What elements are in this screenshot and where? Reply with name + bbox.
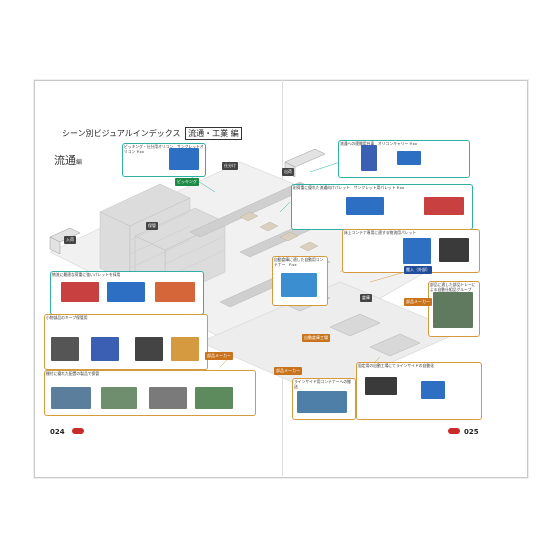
callout-assembly-support: 固定用の自動工場にてラインサイドの自動化 xyxy=(356,362,482,420)
container-image xyxy=(169,148,199,170)
callout-picking-container: ピッキング・仕分用オリコン サンクレットオリコン P.xx xyxy=(122,143,206,177)
callout-line-text: ラインサイド用コンテナーへの搬送 xyxy=(294,379,351,389)
conveyor-container-image xyxy=(403,238,431,264)
bin-image-3 xyxy=(135,337,163,361)
callout-conveyor-text: 床上コンテナ専用に適する物流用パレット xyxy=(344,230,417,235)
callout-pallets: 耐荷重に優れた流通向けパレット サンクレット用パレット P.xx xyxy=(291,184,473,230)
callout-picking-text: ピッキング・仕分用オリコン サンクレットオリコン P.xx xyxy=(124,144,204,154)
tag-automation: 自動倉庫工場 xyxy=(302,334,330,342)
section-distribution-label: 流通 xyxy=(54,154,76,167)
automation-image xyxy=(281,273,317,297)
page-number-right: 025 xyxy=(464,428,479,436)
callout-carts: 流通への運搬用台車 オリコンキャリー P.xx xyxy=(338,140,470,178)
tag-inventory: 保管 xyxy=(146,222,158,230)
poly-pallet-image xyxy=(107,282,145,302)
pallet-red-image xyxy=(424,197,464,215)
title-text: シーン別ビジュアルインデックス xyxy=(62,129,181,138)
callout-carts-text: 流通への運搬用台車 オリコンキャリー P.xx xyxy=(340,141,417,146)
bin-image-4 xyxy=(171,337,199,361)
brand-logo-left xyxy=(72,428,84,434)
callout-line-support: ラインサイド用コンテナーへの搬送 xyxy=(292,378,356,420)
callout-shelf: 棚付に優れた配置の製品で保管 xyxy=(44,370,256,416)
page-title: シーン別ビジュアルインデックス 流通・工業 編 xyxy=(62,127,242,140)
tag-arrival: 入荷 xyxy=(64,236,76,244)
shelf-image-2 xyxy=(101,387,137,409)
callout-automation-text: 自動倉庫に適した自動用コンテナー P.xx xyxy=(274,257,324,267)
section-distribution-suffix: 編 xyxy=(76,159,83,166)
tag-shipping: 出荷 xyxy=(282,168,294,176)
brand-logo-right xyxy=(448,428,460,434)
box-stacks xyxy=(239,211,319,252)
callout-foldable: 小物部品のキープ保管用 xyxy=(44,314,208,370)
callout-parts-text: 部品に適した部品トレーによる自動仕組品グループ xyxy=(430,282,476,292)
shelf-image-3 xyxy=(149,387,187,409)
bin-image-1 xyxy=(51,337,79,361)
shelf-image-1 xyxy=(51,387,91,409)
tag-warehouse: 倉庫 xyxy=(360,294,372,302)
title-badge: 流通・工業 編 xyxy=(185,127,242,140)
grid-pallet-image xyxy=(61,282,99,302)
conveyor-box-image xyxy=(439,238,469,262)
shelf-image-4 xyxy=(195,387,233,409)
tag-parts-maker: 部品メーカー xyxy=(404,298,432,306)
dolly-image xyxy=(397,151,421,165)
callout-automation: 自動倉庫に適した自動用コンテナー P.xx xyxy=(272,256,328,306)
callout-distribution-pallets: 物流に最適な荷重に強いパレットを採用 xyxy=(50,271,204,315)
bottom-left-text: 物流に最適な荷重に強いパレットを採用 xyxy=(52,272,121,277)
section-distribution: 流通編 xyxy=(54,152,82,168)
tag-industry-parts: 部品メーカー xyxy=(205,352,233,360)
callout-pallets-text: 耐荷重に優れた流通向けパレット サンクレット用パレット P.xx xyxy=(293,185,405,190)
tag-picking: ピッキング xyxy=(175,178,199,186)
page-number-left: 024 xyxy=(50,428,65,436)
assembly-image-2 xyxy=(421,381,445,399)
line-image xyxy=(297,391,347,413)
tag-sales-maker: 部品メーカー xyxy=(274,367,302,375)
callout-conveyor: 床上コンテナ専用に適する物流用パレット xyxy=(342,229,480,273)
cart-image xyxy=(361,145,377,171)
callout-assembly-text: 固定用の自動工場にてラインサイドの自動化 xyxy=(358,363,434,368)
color-pallet-image xyxy=(155,282,195,302)
pallet-blue-image xyxy=(346,197,384,215)
bin-image-2 xyxy=(91,337,119,361)
parts-image xyxy=(433,292,473,328)
callout-parts-box: 部品に適した部品トレーによる自動仕組品グループ xyxy=(428,281,480,337)
tag-receiving: 搬入（外部） xyxy=(404,266,432,274)
callout-foldable-text: 小物部品のキープ保管用 xyxy=(46,315,88,320)
assembly-image-1 xyxy=(365,377,397,395)
tag-sorting: 仕分け xyxy=(222,162,238,170)
callout-shelf-text: 棚付に優れた配置の製品で保管 xyxy=(46,371,100,376)
